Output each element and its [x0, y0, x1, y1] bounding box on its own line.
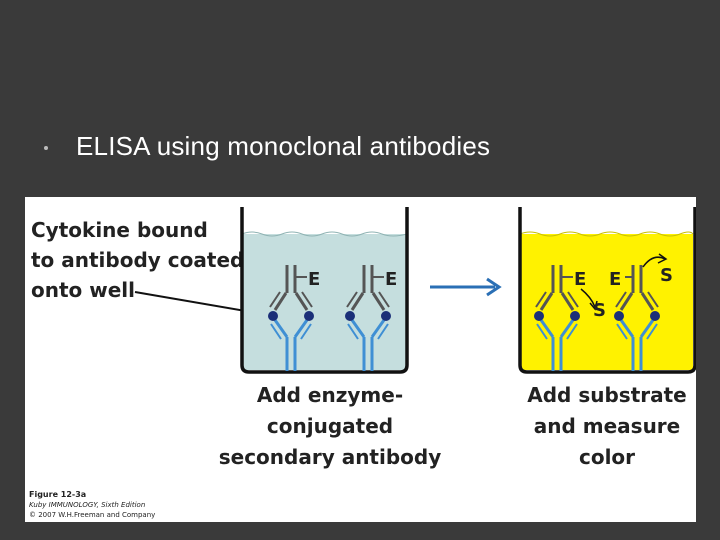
slide-bullet-text: ELISA using monoclonal antibodies: [76, 131, 491, 161]
figure-number: Figure 12-3a: [29, 490, 86, 499]
elisa-diagram: Cytokine bound to antibody coated onto w…: [29, 207, 696, 519]
figure-copyright: © 2007 W.H.Freeman and Company: [29, 511, 155, 519]
callout-line-1: Cytokine bound: [31, 218, 208, 242]
left-caption-line-1: Add enzyme-: [257, 383, 403, 407]
callout-line-2: to antibody coated: [31, 248, 244, 272]
antibody-complex: E: [345, 265, 397, 371]
enzyme-label: E: [574, 269, 586, 290]
antibody-complex: E S: [534, 265, 606, 371]
right-caption-line-2: and measure: [534, 414, 680, 438]
antigen-dot: [534, 311, 544, 321]
enzyme-label: E: [609, 269, 621, 290]
antigen-dot: [381, 311, 391, 321]
left-well-liquid: [242, 234, 407, 370]
enzyme-label: E: [385, 269, 397, 290]
enzyme-label: E: [308, 269, 320, 290]
right-well-meniscus: [519, 231, 694, 237]
callout-line-3: onto well: [31, 278, 135, 302]
antigen-dot: [570, 311, 580, 321]
right-well: E S E: [518, 207, 696, 374]
antigen-dot: [345, 311, 355, 321]
antibody-complex: E S: [609, 253, 673, 371]
bullet-row: ELISA using monoclonal antibodies: [44, 131, 490, 162]
elisa-figure: Cytokine bound to antibody coated onto w…: [25, 197, 696, 522]
right-well-liquid: [520, 234, 693, 370]
antigen-dot: [268, 311, 278, 321]
substrate-label: S: [660, 265, 673, 286]
right-caption-line-3: color: [579, 445, 635, 469]
antigen-dot: [614, 311, 624, 321]
bullet-point-icon: [44, 145, 48, 150]
antigen-dot: [650, 311, 660, 321]
process-arrow: [430, 277, 502, 297]
antigen-dot: [304, 311, 314, 321]
substrate-label: S: [593, 300, 606, 321]
right-caption-line-1: Add substrate: [527, 383, 686, 407]
figure-source: Kuby IMMUNOLOGY, Sixth Edition: [29, 501, 145, 509]
antibody-complex: E: [268, 265, 320, 371]
right-well-wall: [518, 207, 696, 374]
left-well: E E: [240, 207, 409, 374]
left-well-wall: [240, 207, 409, 374]
left-well-meniscus: [241, 231, 408, 237]
left-caption-line-2: conjugated: [267, 414, 393, 438]
left-caption-line-3: secondary antibody: [219, 445, 442, 469]
